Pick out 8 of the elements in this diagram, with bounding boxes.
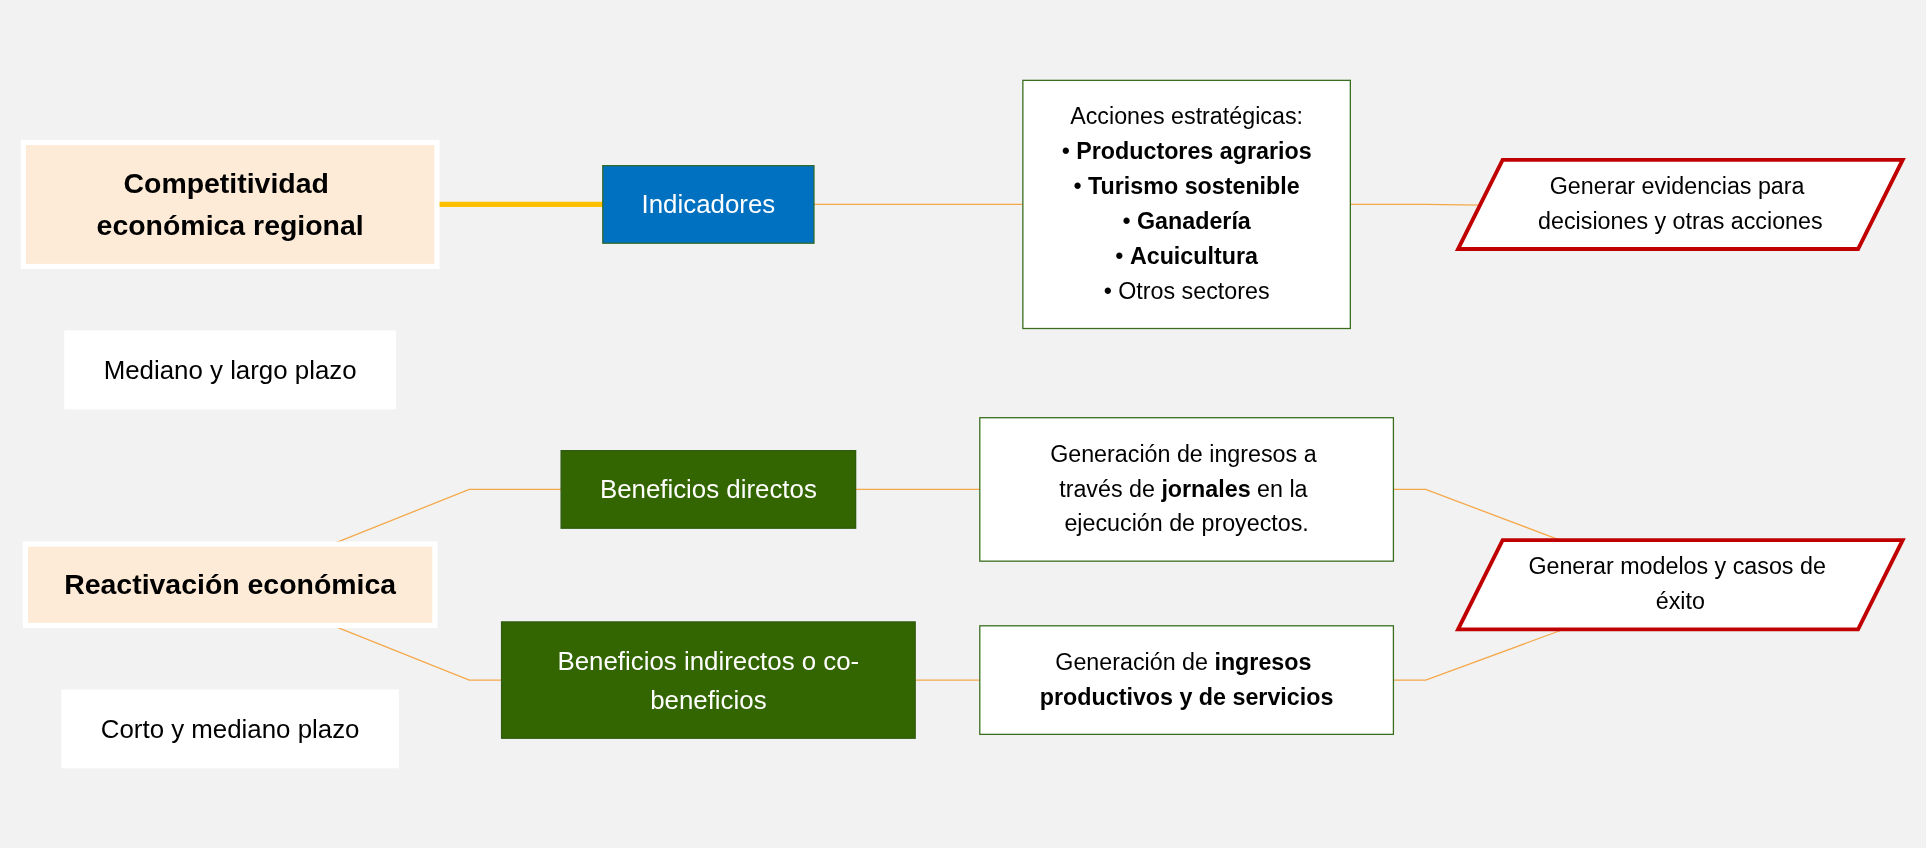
node-box: Reactivación económica	[22, 541, 438, 629]
node-box: Generación de ingresos productivos y de servicios	[979, 625, 1395, 735]
node-box: Beneficios indirectos o co-beneficios	[500, 621, 916, 739]
node-box: Indicadores	[602, 165, 815, 244]
node-box: Competitividad económica regional	[20, 139, 440, 270]
node-box: Generación de ingresos a través de jornales en la ejecución de proyectos.	[979, 417, 1395, 562]
node-box: Beneficios directos	[560, 450, 857, 529]
node-box: Acciones estratégicas: • Productores agrarios • Turismo sostenible • Ganadería • Acuicultura • Otros sectores	[1022, 79, 1351, 330]
